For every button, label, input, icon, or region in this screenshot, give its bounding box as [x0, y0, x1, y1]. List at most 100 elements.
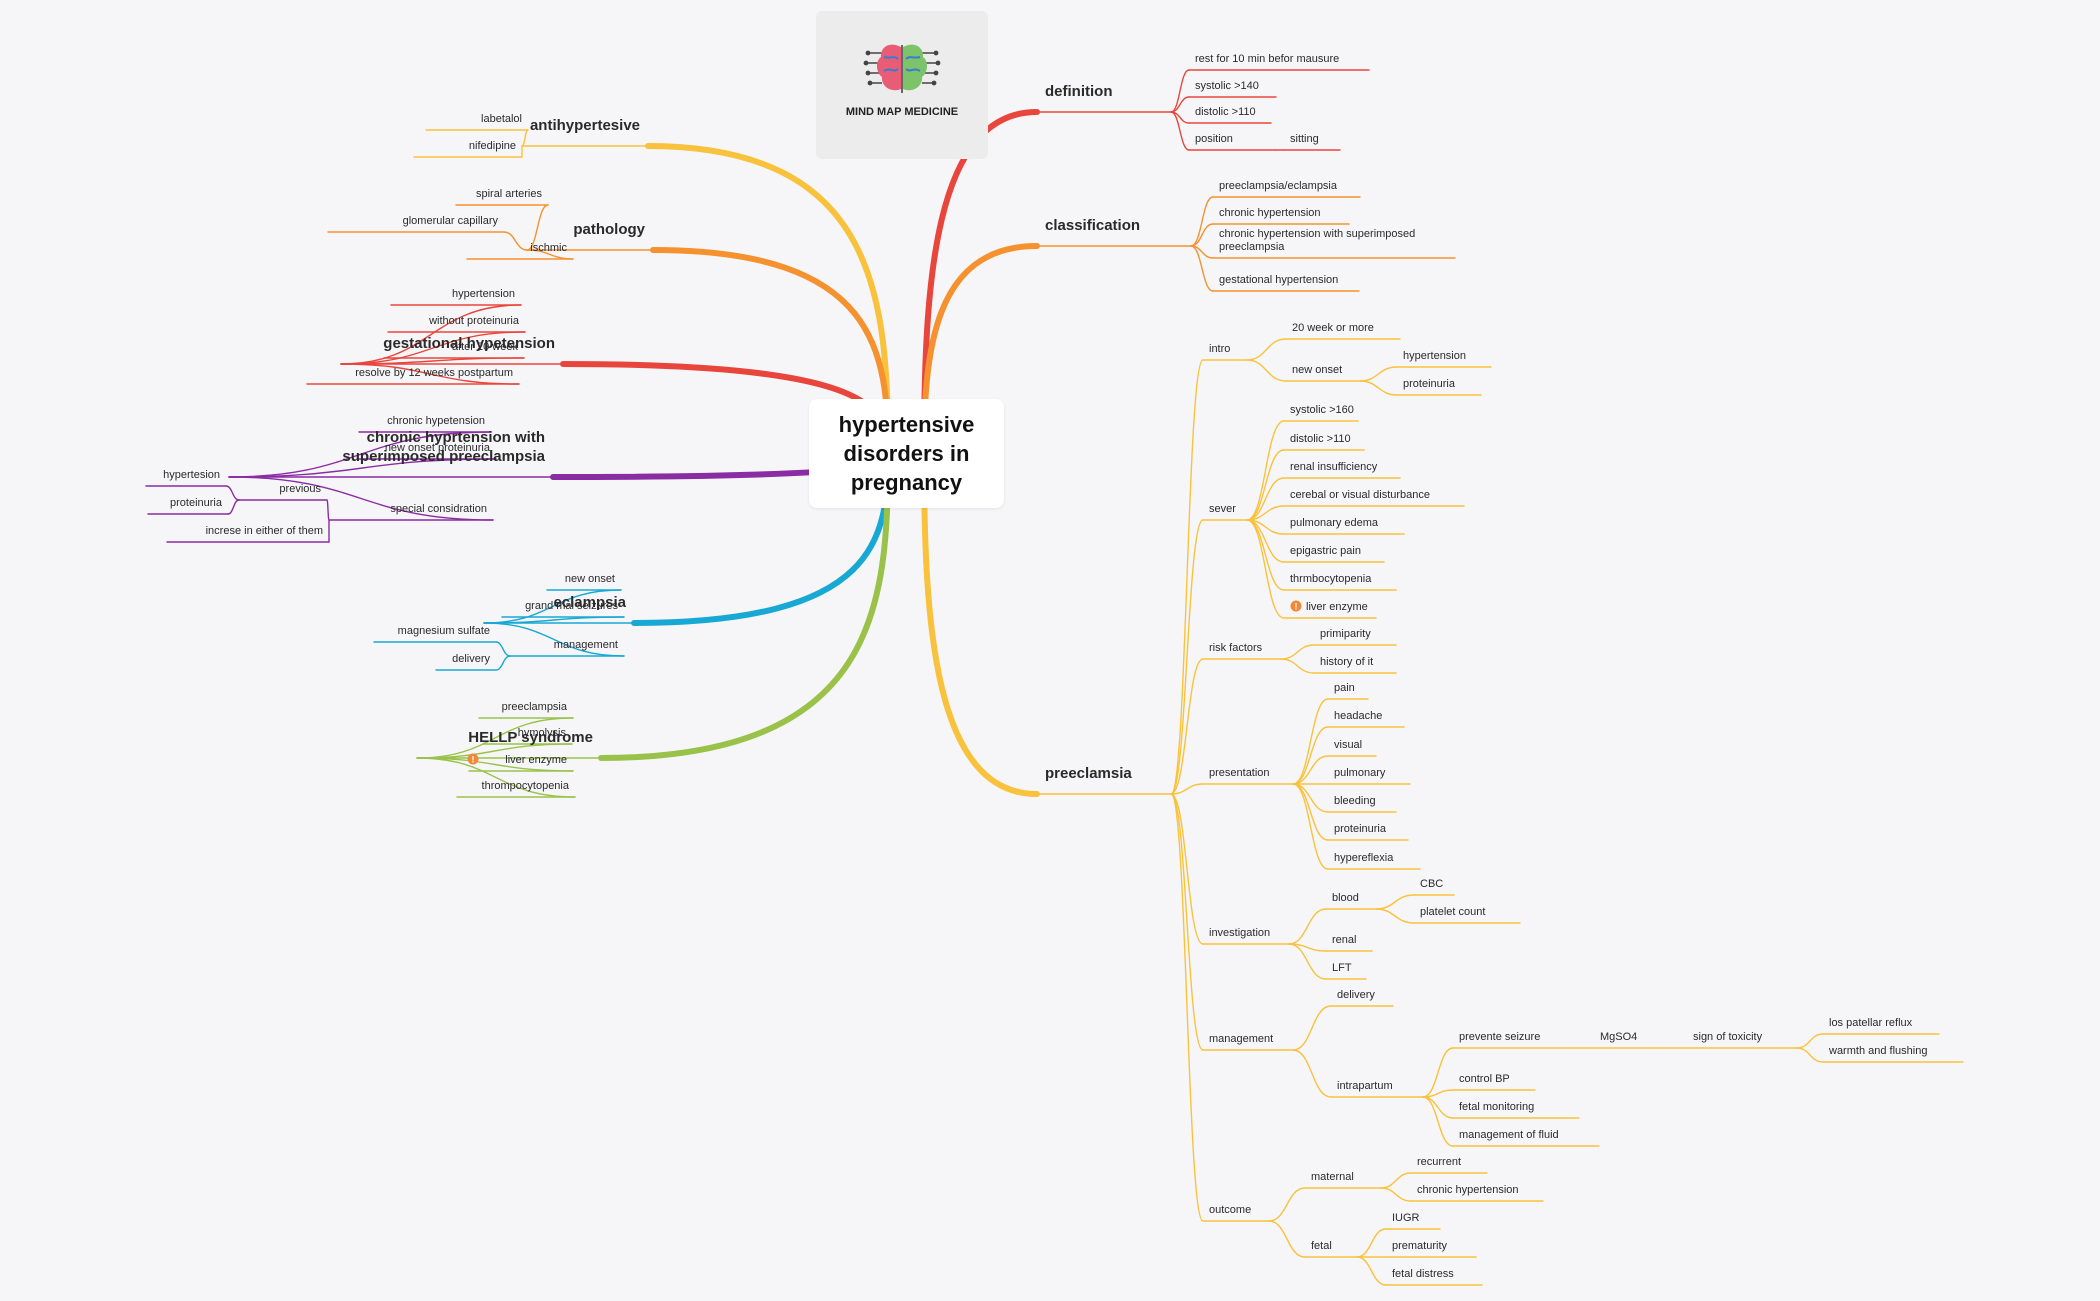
warning-icon: ! [467, 753, 479, 765]
node-hypertension[interactable]: hypertension [452, 288, 515, 300]
node-iugr[interactable]: IUGR [1392, 1212, 1420, 1224]
node-thrompocytopenia[interactable]: thrompocytopenia [482, 780, 570, 792]
node-distolic-110[interactable]: distolic >110 [1195, 106, 1256, 118]
node-delivery[interactable]: delivery [452, 653, 490, 665]
node-hymolysis[interactable]: hymolysis [518, 727, 567, 739]
node-management[interactable]: management [1209, 1033, 1273, 1045]
node-recurrent[interactable]: recurrent [1417, 1156, 1461, 1168]
node-gestational-hypertension[interactable]: gestational hypertension [1219, 274, 1338, 286]
node-visual[interactable]: visual [1334, 739, 1362, 751]
node-preeclampsia-eclampsia[interactable]: preeclampsia/eclampsia [1219, 180, 1338, 192]
node-rest-for-10-min-befor-mausure[interactable]: rest for 10 min befor mausure [1195, 53, 1339, 65]
branch-eclampsia[interactable]: eclampsia [553, 594, 626, 611]
node-sign-of-toxicity[interactable]: sign of toxicity [1693, 1031, 1763, 1043]
node-systolic-160[interactable]: systolic >160 [1290, 404, 1354, 416]
node-chronic-hypertension[interactable]: chronic hypertension [1219, 207, 1321, 219]
node-special-considration[interactable]: special considration [390, 503, 487, 515]
node-presentation[interactable]: presentation [1209, 767, 1270, 779]
node-fetal[interactable]: fetal [1311, 1240, 1332, 1252]
node-sever[interactable]: sever [1209, 503, 1236, 515]
branch-definition[interactable]: definition [1045, 83, 1113, 100]
node-hypereflexia[interactable]: hypereflexia [1334, 852, 1394, 864]
branch-hellp-syndrome[interactable]: HELLP syndrome [468, 729, 593, 746]
node-glomerular-capillary[interactable]: glomerular capillary [403, 215, 499, 227]
node-prevente-seizure[interactable]: prevente seizure [1459, 1031, 1540, 1043]
node-lft[interactable]: LFT [1332, 962, 1352, 974]
child-connector [416, 757, 576, 798]
node-renal-insufficiency[interactable]: renal insufficiency [1290, 461, 1378, 473]
node-cerebal-or-visual-disturbance[interactable]: cerebal or visual disturbance [1290, 489, 1430, 501]
node-chronic-hypetension[interactable]: chronic hypetension [387, 415, 485, 427]
node-proteinuria[interactable]: proteinuria [170, 497, 223, 509]
node-cbc[interactable]: CBC [1420, 878, 1443, 890]
node-intro[interactable]: intro [1209, 343, 1230, 355]
node-labetalol[interactable]: labetalol [481, 113, 522, 125]
node-headache[interactable]: headache [1334, 710, 1382, 722]
node-intrapartum[interactable]: intrapartum [1337, 1080, 1393, 1092]
node-liver-enzyme[interactable]: liver enzyme [505, 754, 567, 766]
child-connector [1356, 1228, 1387, 1258]
branch-classification[interactable]: classification [1045, 217, 1140, 234]
node-increse-in-either-of-them[interactable]: increse in either of them [206, 525, 323, 537]
node-delivery[interactable]: delivery [1337, 989, 1375, 1001]
node-blood[interactable]: blood [1332, 892, 1359, 904]
node-new-onset[interactable]: new onset [565, 573, 615, 585]
node-history-of-it[interactable]: history of it [1320, 656, 1373, 668]
node-mgso4[interactable]: MgSO4 [1600, 1031, 1637, 1043]
node-position[interactable]: position [1195, 133, 1233, 145]
node-ischmic[interactable]: ischmic [530, 242, 567, 254]
node-hypertesion[interactable]: hypertesion [163, 469, 220, 481]
branch-antihypertesive[interactable]: antihypertesive [530, 117, 640, 134]
node-without-proteinuria[interactable]: without proteinuria [428, 315, 520, 327]
node-management[interactable]: management [554, 639, 618, 651]
node-magnesium-sulfate[interactable]: magnesium sulfate [398, 625, 490, 637]
node-management-of-fluid[interactable]: management of fluid [1459, 1129, 1559, 1141]
node-pulmonary[interactable]: pulmonary [1334, 767, 1386, 779]
node-liver-enzyme[interactable]: liver enzyme [1306, 601, 1368, 613]
node-sitting[interactable]: sitting [1290, 133, 1319, 145]
node-new-onset-proteinuria[interactable]: new onset proteinuria [385, 442, 491, 454]
node-platelet-count[interactable]: platelet count [1420, 906, 1485, 918]
node-20-week-or-more[interactable]: 20 week or more [1292, 322, 1374, 334]
node-after-20-week[interactable]: after 20 week [452, 341, 519, 353]
node-new-onset[interactable]: new onset [1292, 364, 1342, 376]
node-warmth-and-flushing[interactable]: warmth and flushing [1828, 1045, 1927, 1057]
branch-pathology[interactable]: pathology [573, 221, 645, 238]
node-investigation[interactable]: investigation [1209, 927, 1270, 939]
node-previous[interactable]: previous [279, 483, 321, 495]
node-hypertension[interactable]: hypertension [1403, 350, 1466, 362]
node-fetal-distress[interactable]: fetal distress [1392, 1268, 1454, 1280]
node-resolve-by-12-weeks-postpartum[interactable]: resolve by 12 weeks postpartum [355, 367, 513, 379]
branch-preeclamsia[interactable]: preeclamsia [1045, 765, 1132, 782]
node-fetal-monitoring[interactable]: fetal monitoring [1459, 1101, 1534, 1113]
branch-gestational-hypetension[interactable]: gestational hypetension [383, 335, 555, 352]
child-connector [1170, 111, 1190, 151]
node-primiparity[interactable]: primiparity [1320, 628, 1371, 640]
node-pain[interactable]: pain [1334, 682, 1355, 694]
node-grand-mal-seizures[interactable]: grand mal seizures [525, 600, 618, 612]
node-thrmbocytopenia[interactable]: thrmbocytopenia [1290, 573, 1372, 585]
node-preeclampsia[interactable]: preeclampsia [502, 701, 568, 713]
node-proteinuria[interactable]: proteinuria [1334, 823, 1387, 835]
node-renal[interactable]: renal [1332, 934, 1356, 946]
node-prematurity[interactable]: prematurity [1392, 1240, 1448, 1252]
node-spiral-arteries[interactable]: spiral arteries [476, 188, 543, 200]
node-control-bp[interactable]: control BP [1459, 1073, 1510, 1085]
node-chronic-hypertension[interactable]: chronic hypertension [1417, 1184, 1519, 1196]
node-epigastric-pain[interactable]: epigastric pain [1290, 545, 1361, 557]
node-bleeding[interactable]: bleeding [1334, 795, 1376, 807]
node-systolic-140[interactable]: systolic >140 [1195, 80, 1259, 92]
node-risk-factors[interactable]: risk factors [1209, 642, 1263, 654]
node-distolic-110[interactable]: distolic >110 [1290, 433, 1351, 445]
node-outcome[interactable]: outcome [1209, 1204, 1251, 1216]
node-pulmonary-edema[interactable]: pulmonary edema [1290, 517, 1379, 529]
node-los-patellar-reflux[interactable]: los patellar reflux [1829, 1017, 1913, 1029]
node-nifedipine[interactable]: nifedipine [469, 140, 516, 152]
central-topic-title: hypertensive disorders in pregnancy [838, 412, 975, 495]
node-maternal[interactable]: maternal [1311, 1171, 1354, 1183]
central-topic[interactable]: hypertensive disorders in pregnancy [809, 399, 1004, 508]
node-proteinuria[interactable]: proteinuria [1403, 378, 1456, 390]
child-connector [340, 331, 526, 365]
